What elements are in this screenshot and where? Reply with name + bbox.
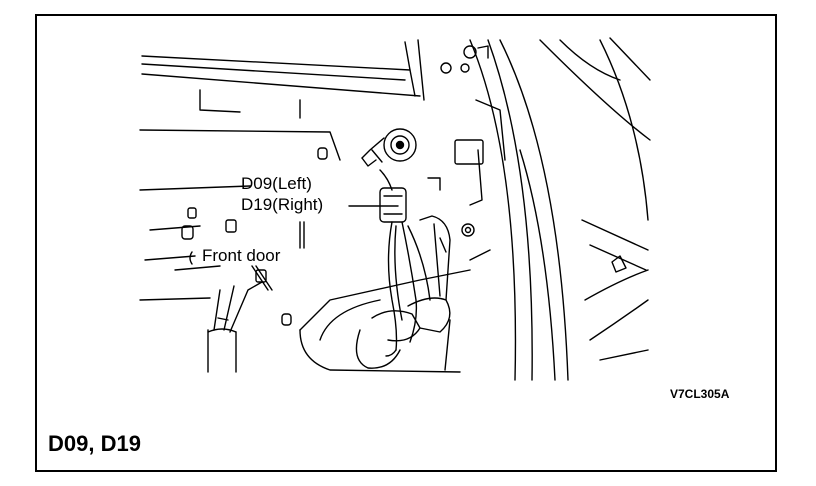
door-inner-panel	[139, 129, 471, 373]
wiring-harness	[385, 221, 431, 357]
leader-lines	[251, 205, 399, 291]
front-door-harness	[207, 281, 263, 373]
connector-assembly	[361, 128, 417, 223]
front-door-label: Front door	[201, 246, 282, 265]
hinge-bolts	[440, 45, 489, 74]
figure-frame	[35, 14, 777, 472]
body-pillar	[469, 37, 651, 381]
rubber-grommet	[355, 215, 451, 369]
connector-label-right: D19(Right)	[241, 195, 324, 214]
panel-holes	[181, 139, 484, 326]
figure-code: V7CL305A	[670, 387, 730, 401]
figure-caption: D09, D19	[48, 431, 141, 456]
door-frame-top	[141, 39, 425, 119]
connector-label-left: D09(Left)	[241, 174, 312, 193]
